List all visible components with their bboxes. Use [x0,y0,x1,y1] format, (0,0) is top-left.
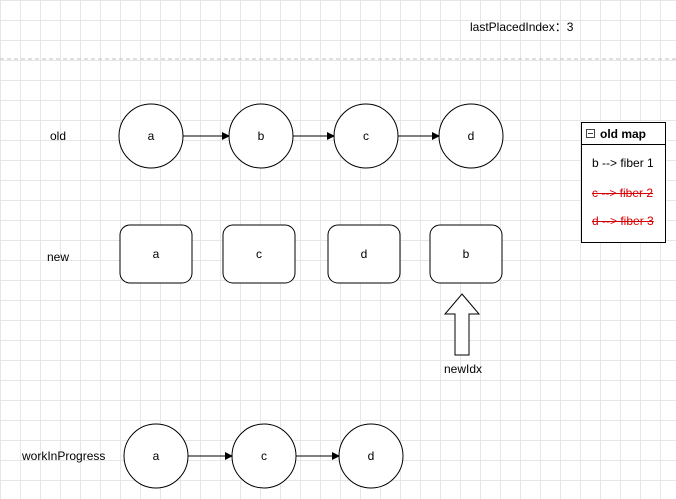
last-placed-index-value: 3 [566,20,574,34]
old-node-a-label: a [147,129,155,143]
old-map-entry-b: b --> fiber 1 [592,156,654,170]
old-node-d-label: d [467,129,475,143]
newidx-label: newIdx [444,362,483,376]
old-map-title: old map [600,126,647,141]
wip-node-d-label: d [367,449,375,463]
old-node-b-label: b [257,129,265,143]
row-label-work-in-progress: workInProgress [22,449,106,463]
newidx-pointer-arrow [443,293,481,356]
old-node-c-label: c [363,129,369,143]
new-node-a [119,224,193,284]
new-node-c [222,224,296,284]
old-map-container: old map b --> fiber 1 c --> fiber 2 d --… [581,122,666,243]
old-map-entry-c-deleted: c --> fiber 2 [592,186,654,200]
new-node-d [327,224,401,284]
old-map-entry-d-deleted: d --> fiber 3 [592,214,654,228]
new-node-b [429,224,503,284]
new-node-b-label: b [462,247,470,261]
wip-node-c-label: c [261,449,267,463]
old-map-header: old map [582,123,665,145]
collapse-minus-icon[interactable] [586,129,595,138]
new-node-a-label: a [152,247,160,261]
new-node-d-label: d [360,247,368,261]
row-label-old: old [50,129,67,143]
wip-node-a-label: a [152,449,160,463]
last-placed-index-label: lastPlacedIndex：3 [470,20,573,34]
new-node-c-label: c [256,247,262,261]
row-label-new: new [47,250,70,264]
last-placed-index-key: lastPlacedIndex： [470,20,567,34]
